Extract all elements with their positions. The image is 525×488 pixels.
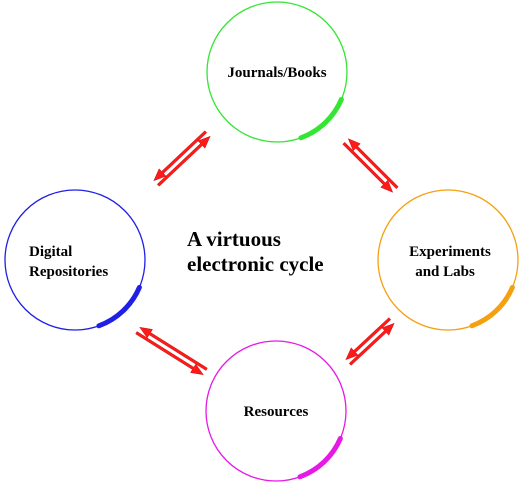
arrow-journals-experiments [342,138,399,193]
node-experiments-ring [377,189,519,331]
node-journals-ring [206,1,348,143]
node-journals-books: Journals/Books [206,1,348,143]
arrow-repositories-resources-forward [135,331,204,375]
node-experiments-label-line1: Experiments [409,244,491,260]
arrow-journals-repositories [153,130,211,187]
node-journals-shadow [298,96,344,141]
arrow-journals-repositories-backward [156,135,211,187]
node-resources-label: Resources [244,404,309,420]
node-resources-shadow [297,435,343,480]
node-experiments-labs: Experiments and Labs [377,189,519,331]
node-repositories-ring [4,189,146,331]
node-experiments-shadow [469,284,515,329]
node-resources: Resources [205,340,347,482]
arrow-journals-experiments-forward [342,142,394,193]
arrow-experiments-resources-forward [345,317,392,361]
center-title-line2: electronic cycle [187,252,324,276]
node-journals-label: Journals/Books [227,65,326,81]
node-repositories-label-line1: Digital [29,244,72,260]
node-repositories-label-line2: Repositories [29,264,108,280]
arrow-journals-experiments-backward [347,138,399,189]
arrow-experiments-resources-backward [348,322,395,366]
arrow-repositories-resources [135,327,208,375]
node-resources-ring [205,340,347,482]
cycle-arrows [135,130,399,375]
node-repositories-shadow [96,284,142,329]
center-title-line1: A virtuous [187,227,281,251]
arrow-experiments-resources [345,317,395,366]
node-experiments-label-line2: and Labs [415,264,475,280]
arrow-repositories-resources-backward [139,327,208,371]
node-digital-repositories: Digital Repositories [4,189,146,331]
arrow-journals-repositories-forward [153,130,208,182]
